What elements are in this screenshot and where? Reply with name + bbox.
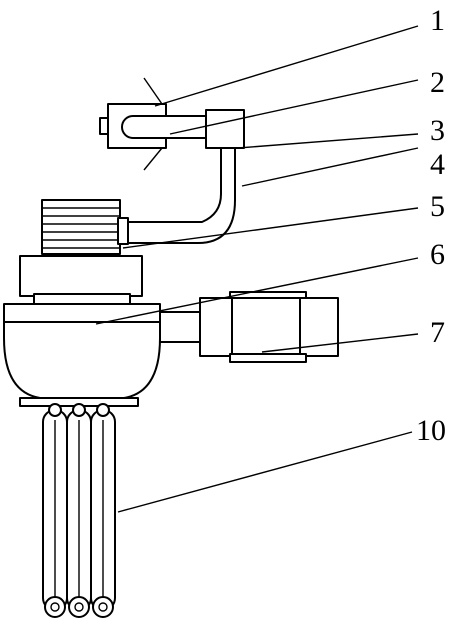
- callout-labels: 1 2 3 4 5 6 7 10: [416, 4, 446, 447]
- motor-fins: [42, 207, 120, 249]
- rotation-housing: [19, 255, 143, 305]
- bent-arm: [125, 147, 236, 244]
- bowl-body: [3, 303, 161, 407]
- leader-7: [261, 333, 419, 353]
- leader-6: [95, 257, 419, 325]
- leader-5: [122, 207, 419, 249]
- housing-neck: [33, 293, 131, 305]
- gearbox-body: [199, 297, 339, 357]
- leader-3: [237, 133, 419, 149]
- motor-connector: [117, 217, 129, 245]
- callout-7: 7: [430, 316, 445, 349]
- bowl-shell: [3, 303, 161, 399]
- leader-10: [117, 431, 413, 513]
- arm-inner-edge: [125, 147, 236, 244]
- callout-5: 5: [430, 190, 445, 223]
- roller-2: [66, 403, 92, 618]
- callout-10: 10: [416, 414, 446, 447]
- motor-unit: [41, 199, 129, 255]
- callout-3: 3: [430, 114, 445, 147]
- clamp-right-block: [205, 109, 245, 149]
- roller-assembly: [42, 403, 116, 618]
- callout-2: 2: [430, 66, 445, 99]
- roller-3: [90, 403, 116, 618]
- clamp-ray-bottom: [143, 147, 163, 171]
- leader-lines: [95, 25, 419, 513]
- callout-1: 1: [430, 4, 445, 37]
- gearbox-bottom-plate: [229, 353, 307, 363]
- leader-1: [154, 25, 419, 107]
- callout-4: 4: [430, 148, 445, 181]
- housing-collar: [19, 255, 143, 297]
- clamp-head: [99, 77, 245, 171]
- leader-2: [169, 79, 419, 135]
- callout-6: 6: [430, 238, 445, 271]
- gearbox-shaft: [159, 311, 203, 343]
- leader-4: [241, 147, 419, 187]
- roller-1: [42, 403, 68, 618]
- clamp-ray-top: [143, 77, 163, 105]
- side-gearbox: [159, 291, 339, 363]
- arm-outer-edge: [125, 147, 222, 223]
